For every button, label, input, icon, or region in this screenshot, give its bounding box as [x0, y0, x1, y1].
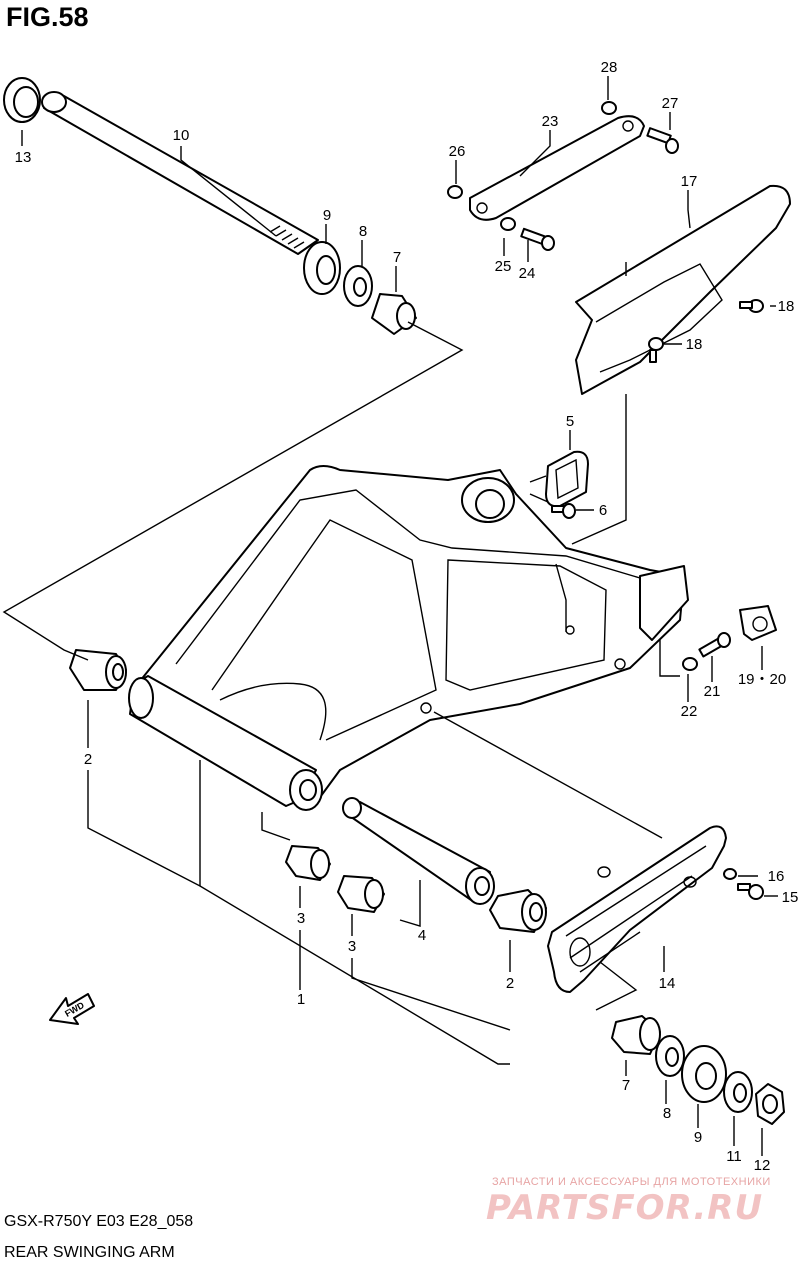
washer-8-upper: [343, 265, 373, 307]
callout-28: 28: [601, 59, 618, 76]
washer-25: [500, 217, 516, 231]
screw-6: [551, 503, 576, 519]
callout-10: 10: [173, 127, 190, 144]
bolt-24: [520, 227, 555, 251]
callout-6: 6: [599, 502, 607, 519]
assembly-line-spacer: [433, 711, 663, 839]
bracket-23: [469, 115, 645, 221]
callout-17: 17: [681, 173, 698, 190]
callout-22: 22: [681, 703, 698, 720]
assembly-line-buffer: [595, 961, 638, 1011]
nut-16: [723, 868, 737, 880]
oil-seal-9-upper: [303, 241, 341, 295]
callout-8-upper: 8: [359, 223, 367, 240]
callout-1: 1: [297, 991, 305, 1008]
callout-16: 16: [768, 868, 785, 885]
callout-19-20: 19・20: [738, 671, 786, 688]
assembly-line-chain-guard: [571, 394, 627, 545]
assembly-line-pivot: [2, 321, 464, 661]
callout-7-upper: 7: [393, 249, 401, 266]
callout-14: 14: [659, 975, 676, 992]
forward-direction-arrow: FWD: [49, 993, 95, 1025]
callout-15: 15: [782, 889, 799, 906]
callout-13: 13: [15, 149, 32, 166]
bolt-21: [698, 632, 731, 658]
pivot-shaft-10: [41, 91, 319, 255]
screw-18-left: [648, 337, 664, 363]
assembly-line-adjuster: [659, 640, 680, 677]
callout-23: 23: [542, 113, 559, 130]
callout-9-lower: 9: [694, 1129, 702, 1146]
callout-18-right: 18: [778, 298, 795, 315]
assembly-line-bearing-3: [261, 812, 291, 841]
bearing-3-lower: [337, 875, 385, 913]
section-title: REAR SWINGING ARM: [4, 1244, 175, 1261]
callout-11: 11: [726, 1148, 742, 1165]
callout-12: 12: [754, 1157, 771, 1174]
assembly-line-plate: [529, 475, 549, 503]
callout-5: 5: [566, 413, 574, 430]
callout-3-upper: 3: [297, 910, 305, 927]
nut-28: [601, 101, 617, 115]
plate-5: [545, 450, 589, 508]
washer-8-lower: [655, 1035, 685, 1077]
pivot-tube-left: [128, 675, 323, 811]
screw-18-right: [739, 299, 764, 313]
bearing-2-left: [69, 649, 127, 691]
bolt-27: [646, 127, 679, 154]
callout-21: 21: [704, 683, 721, 700]
callout-27: 27: [662, 95, 679, 112]
bushing-7-upper: [371, 293, 417, 335]
oil-seal-9-lower: [681, 1045, 727, 1103]
watermark-tagline: ЗАПЧАСТИ И АКСЕССУАРЫ ДЛЯ МОТОТЕХНИКИ: [492, 1176, 771, 1188]
callout-18-left: 18: [686, 336, 703, 353]
chain-buffer-14: [547, 825, 727, 993]
callout-2-right: 2: [506, 975, 514, 992]
callout-25: 25: [495, 258, 512, 275]
nut-12: [755, 1083, 785, 1125]
callout-2-left: 2: [84, 751, 92, 768]
model-code: GSX-R750Y E03 E28_058: [4, 1213, 194, 1230]
bushing-7-lower: [611, 1015, 661, 1055]
callout-8-lower: 8: [663, 1105, 671, 1122]
callout-26: 26: [449, 143, 466, 160]
pivot-cap-13: [3, 77, 41, 123]
adjuster-19-20: [739, 605, 777, 641]
nut-26: [447, 185, 463, 199]
washer-11: [723, 1071, 753, 1113]
spacer-4: [342, 797, 495, 905]
figure-title: FIG.58: [6, 2, 89, 32]
callout-3-lower: 3: [348, 938, 356, 955]
bearing-3-upper: [285, 845, 331, 881]
chain-guard-17: [575, 184, 791, 395]
screw-15: [737, 883, 764, 900]
bearing-2-right: [489, 889, 547, 933]
callout-24: 24: [519, 265, 536, 282]
nut-22: [682, 657, 698, 671]
callout-4: 4: [418, 927, 426, 944]
watermark-logo: PARTSFOR.RU: [486, 1188, 764, 1228]
callout-9-upper: 9: [323, 207, 331, 224]
callout-7-lower: 7: [622, 1077, 630, 1094]
assembly-line-bracket: [555, 563, 567, 632]
